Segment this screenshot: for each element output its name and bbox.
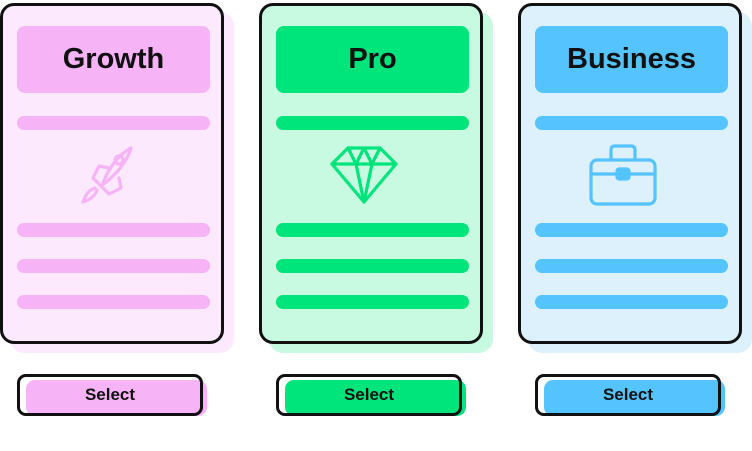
placeholder-line	[276, 223, 469, 237]
plan-title: Growth	[62, 43, 165, 75]
select-business-button[interactable]: Select	[535, 374, 721, 416]
briefcase-icon	[585, 136, 661, 212]
placeholder-line	[276, 259, 469, 273]
placeholder-line	[17, 295, 210, 309]
plan-card: Growth	[0, 3, 224, 344]
plan-card-business: Business Select	[518, 0, 752, 451]
plan-card: Pro	[259, 3, 483, 344]
placeholder-line	[276, 295, 469, 309]
button-shadow	[285, 380, 466, 416]
plan-header: Business	[535, 26, 728, 93]
plan-card-growth: Growth Select	[0, 0, 240, 451]
select-growth-button[interactable]: Select	[17, 374, 203, 416]
button-shadow	[26, 380, 207, 416]
placeholder-line	[17, 259, 210, 273]
placeholder-line	[276, 116, 469, 130]
placeholder-line	[535, 295, 728, 309]
plan-card-pro: Pro Select	[259, 0, 499, 451]
placeholder-line	[17, 116, 210, 130]
rocket-icon	[67, 136, 143, 212]
plan-title: Business	[567, 43, 696, 75]
placeholder-line	[535, 223, 728, 237]
plan-header: Pro	[276, 26, 469, 93]
placeholder-line	[535, 259, 728, 273]
placeholder-line	[17, 223, 210, 237]
button-shadow	[544, 380, 725, 416]
select-pro-button[interactable]: Select	[276, 374, 462, 416]
plan-header: Growth	[17, 26, 210, 93]
plan-title: Pro	[348, 43, 397, 75]
diamond-icon	[326, 136, 402, 212]
select-button-label: Select	[343, 385, 395, 404]
placeholder-line	[535, 116, 728, 130]
select-button-label: Select	[84, 385, 136, 404]
select-button-label: Select	[602, 385, 654, 404]
plan-card: Business	[518, 3, 742, 344]
